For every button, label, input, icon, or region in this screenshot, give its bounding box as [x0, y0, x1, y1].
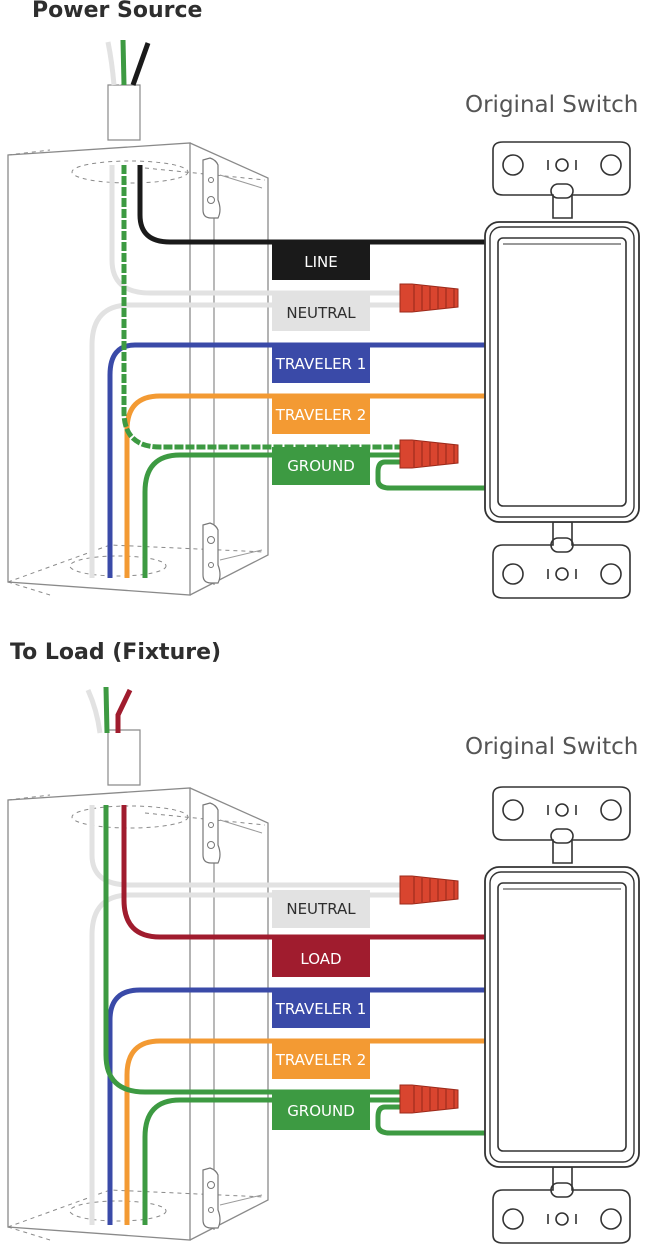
top-switch-title: Original Switch: [465, 92, 639, 118]
top-section-title: Power Source: [32, 0, 203, 23]
top-label-line: LINE: [272, 242, 370, 280]
top-cable-line: [130, 42, 151, 86]
bottom-label-traveler1-text: TRAVELER 1: [275, 1000, 367, 1018]
bottom-wire-neutral-out: [89, 892, 400, 1225]
bottom-label-traveler1: TRAVELER 1: [272, 990, 370, 1028]
bottom-wire-load: [121, 805, 487, 940]
top-wire-neutral-out: [89, 302, 400, 578]
top-label-neutral-text: NEUTRAL: [286, 304, 356, 322]
top-wire-traveler1: [107, 342, 487, 578]
bottom-label-load: LOAD: [272, 939, 370, 977]
bottom-wire-traveler2: [124, 1038, 487, 1225]
bottom-section-title: To Load (Fixture): [10, 640, 222, 665]
top-switch-icon: [484, 141, 640, 599]
top-label-traveler2: TRAVELER 2: [272, 396, 370, 434]
bottom-ground-wire-nut-icon: [399, 1084, 459, 1114]
top-wire-ground-switch: [375, 459, 487, 491]
top-label-neutral: NEUTRAL: [272, 293, 370, 331]
top-electrical-box-icon: [7, 84, 269, 596]
top-label-traveler1: TRAVELER 1: [272, 345, 370, 383]
top-diagram: LINE NEUTRAL TRAVELER 1 TRAVELER 2 GROUN…: [7, 39, 640, 599]
top-wire-ground-in: [121, 165, 400, 450]
bottom-label-traveler2-text: TRAVELER 2: [275, 1051, 367, 1069]
bottom-wire-ground-in: [103, 805, 400, 1095]
top-wire-neutral-in: [109, 165, 400, 296]
bottom-switch-title: Original Switch: [465, 734, 639, 760]
bottom-label-traveler2: TRAVELER 2: [272, 1041, 370, 1079]
bottom-wire-neutral-in: [89, 805, 400, 888]
top-cable-ground: [120, 39, 127, 86]
bottom-neutral-wire-nut-icon: [399, 875, 459, 905]
top-neutral-wire-nut-icon: [399, 283, 459, 313]
top-label-line-text: LINE: [304, 253, 337, 271]
bottom-label-neutral-text: NEUTRAL: [286, 900, 356, 918]
bottom-label-neutral: NEUTRAL: [272, 890, 370, 928]
bottom-electrical-box-icon: [7, 729, 269, 1241]
bottom-label-ground: GROUND: [272, 1092, 370, 1130]
top-label-traveler2-text: TRAVELER 2: [275, 406, 367, 424]
top-label-traveler1-text: TRAVELER 1: [275, 355, 367, 373]
bottom-diagram: NEUTRAL LOAD TRAVELER 1 TRAVELER 2 GROUN…: [7, 686, 640, 1244]
bottom-cable-load: [115, 688, 133, 733]
bottom-cable-neutral: [85, 688, 103, 734]
bottom-label-ground-text: GROUND: [287, 1102, 355, 1120]
bottom-wire-ground-out: [142, 1097, 400, 1225]
top-wire-line: [137, 165, 487, 245]
bottom-label-load-text: LOAD: [300, 950, 341, 968]
bottom-cable-ground: [103, 686, 110, 734]
bottom-switch-icon: [484, 786, 640, 1244]
bottom-wire-traveler1: [107, 987, 487, 1225]
top-wire-ground-out: [142, 452, 400, 578]
top-cable-neutral: [105, 41, 117, 86]
top-label-ground: GROUND: [272, 447, 370, 485]
top-ground-wire-nut-icon: [399, 439, 459, 469]
bottom-wire-ground-switch: [375, 1104, 487, 1136]
top-label-ground-text: GROUND: [287, 457, 355, 475]
